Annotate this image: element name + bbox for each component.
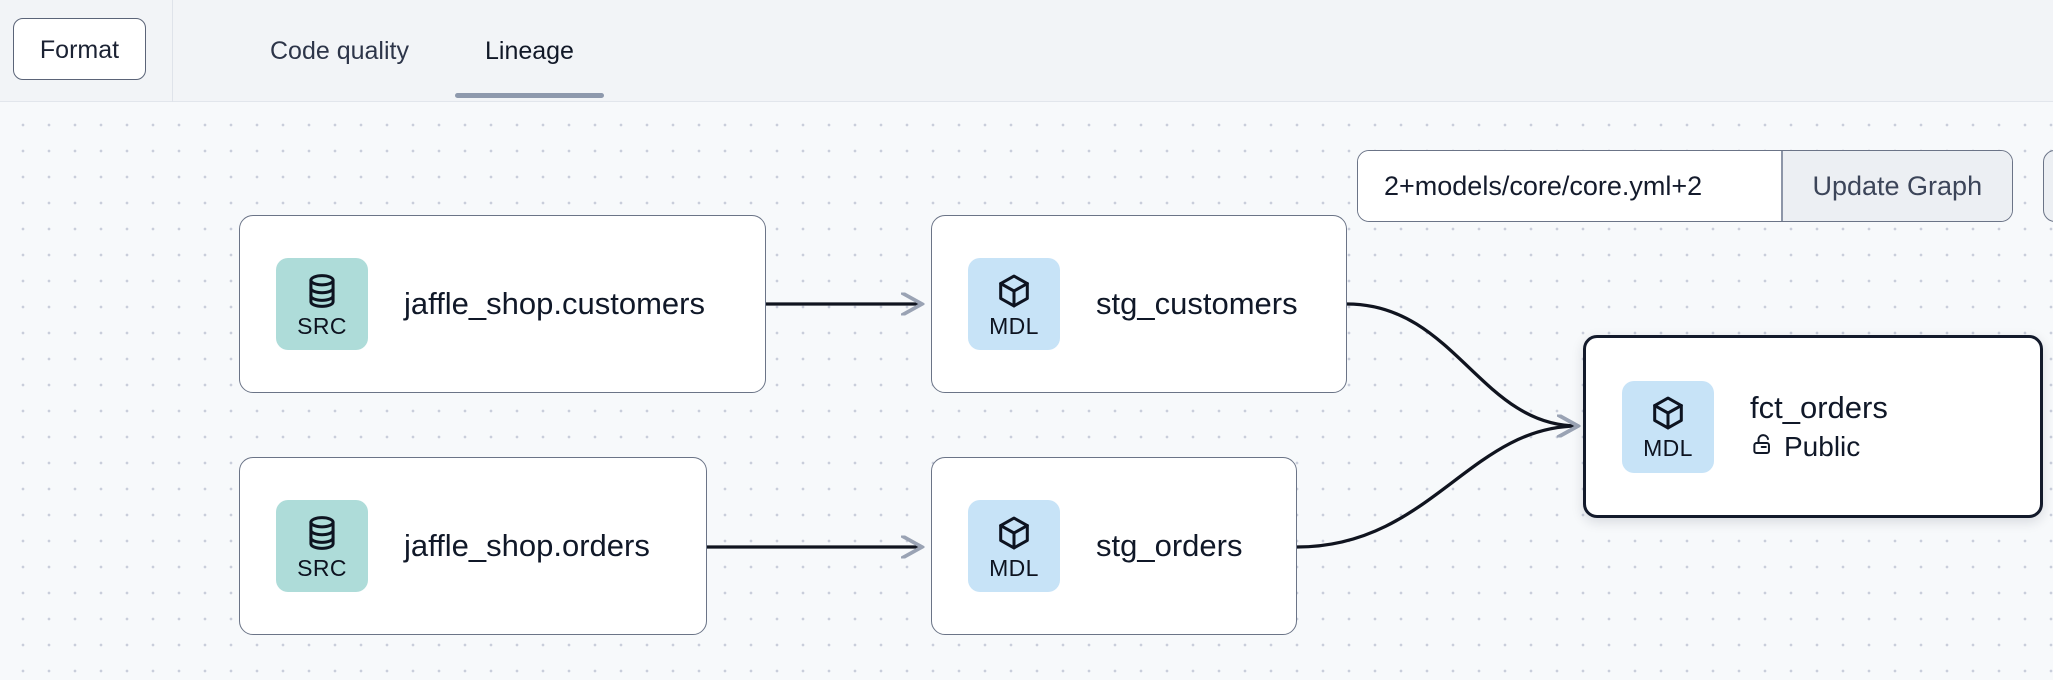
model-badge-label: MDL bbox=[989, 554, 1039, 581]
selector-divider bbox=[1781, 151, 1783, 221]
tab-bar: Code quality Lineage bbox=[232, 0, 612, 102]
model-badge-label: MDL bbox=[1643, 435, 1693, 461]
lineage-canvas[interactable]: SRC jaffle_shop.customers MDL stg_custo bbox=[0, 102, 2053, 680]
cube-icon bbox=[995, 513, 1033, 553]
node-jaffle-shop-customers[interactable]: SRC jaffle_shop.customers bbox=[239, 215, 766, 393]
edge-stg-customers-to-fct-orders bbox=[1346, 302, 1578, 426]
node-body: jaffle_shop.customers bbox=[404, 286, 705, 322]
source-badge: SRC bbox=[276, 500, 368, 592]
model-badge: MDL bbox=[968, 500, 1060, 592]
cube-icon bbox=[1649, 393, 1687, 433]
node-title: stg_customers bbox=[1096, 286, 1298, 322]
model-badge-label: MDL bbox=[989, 312, 1039, 339]
format-button[interactable]: Format bbox=[13, 18, 146, 80]
node-access: Public bbox=[1750, 431, 1888, 463]
node-body: stg_orders bbox=[1096, 528, 1242, 564]
tab-lineage[interactable]: Lineage bbox=[447, 0, 612, 102]
cube-icon bbox=[995, 271, 1033, 311]
node-fct-orders[interactable]: MDL fct_orders Public bbox=[1583, 335, 2043, 518]
model-badge: MDL bbox=[968, 258, 1060, 350]
header-divider bbox=[172, 0, 173, 102]
edge-stg-orders-to-fct-orders bbox=[1296, 426, 1578, 549]
database-icon bbox=[303, 513, 341, 553]
update-graph-button[interactable]: Update Graph bbox=[1782, 151, 2012, 221]
toolbar-header: Format Code quality Lineage bbox=[0, 0, 2053, 102]
tab-code-quality[interactable]: Code quality bbox=[270, 36, 409, 65]
node-body: stg_customers bbox=[1096, 286, 1298, 322]
source-badge-label: SRC bbox=[297, 312, 347, 339]
source-badge-label: SRC bbox=[297, 554, 347, 581]
node-title: fct_orders bbox=[1750, 389, 1888, 425]
node-access-label: Public bbox=[1784, 430, 1861, 462]
node-body: jaffle_shop.orders bbox=[404, 528, 650, 564]
model-badge: MDL bbox=[1622, 380, 1714, 473]
unlock-icon bbox=[1750, 431, 1775, 463]
node-title: stg_orders bbox=[1096, 528, 1243, 564]
graph-selector-group: Update Graph bbox=[1357, 150, 2013, 222]
source-badge: SRC bbox=[276, 258, 368, 350]
node-body: fct_orders Public bbox=[1750, 390, 1888, 464]
node-title: jaffle_shop.orders bbox=[404, 528, 650, 564]
node-jaffle-shop-orders[interactable]: SRC jaffle_shop.orders bbox=[239, 457, 707, 635]
graph-selector-input[interactable] bbox=[1358, 151, 1781, 221]
node-stg-customers[interactable]: MDL stg_customers bbox=[931, 215, 1347, 393]
database-icon bbox=[303, 271, 341, 311]
node-title: jaffle_shop.customers bbox=[404, 286, 705, 322]
node-stg-orders[interactable]: MDL stg_orders bbox=[931, 457, 1297, 635]
graph-options-button[interactable] bbox=[2043, 150, 2053, 222]
